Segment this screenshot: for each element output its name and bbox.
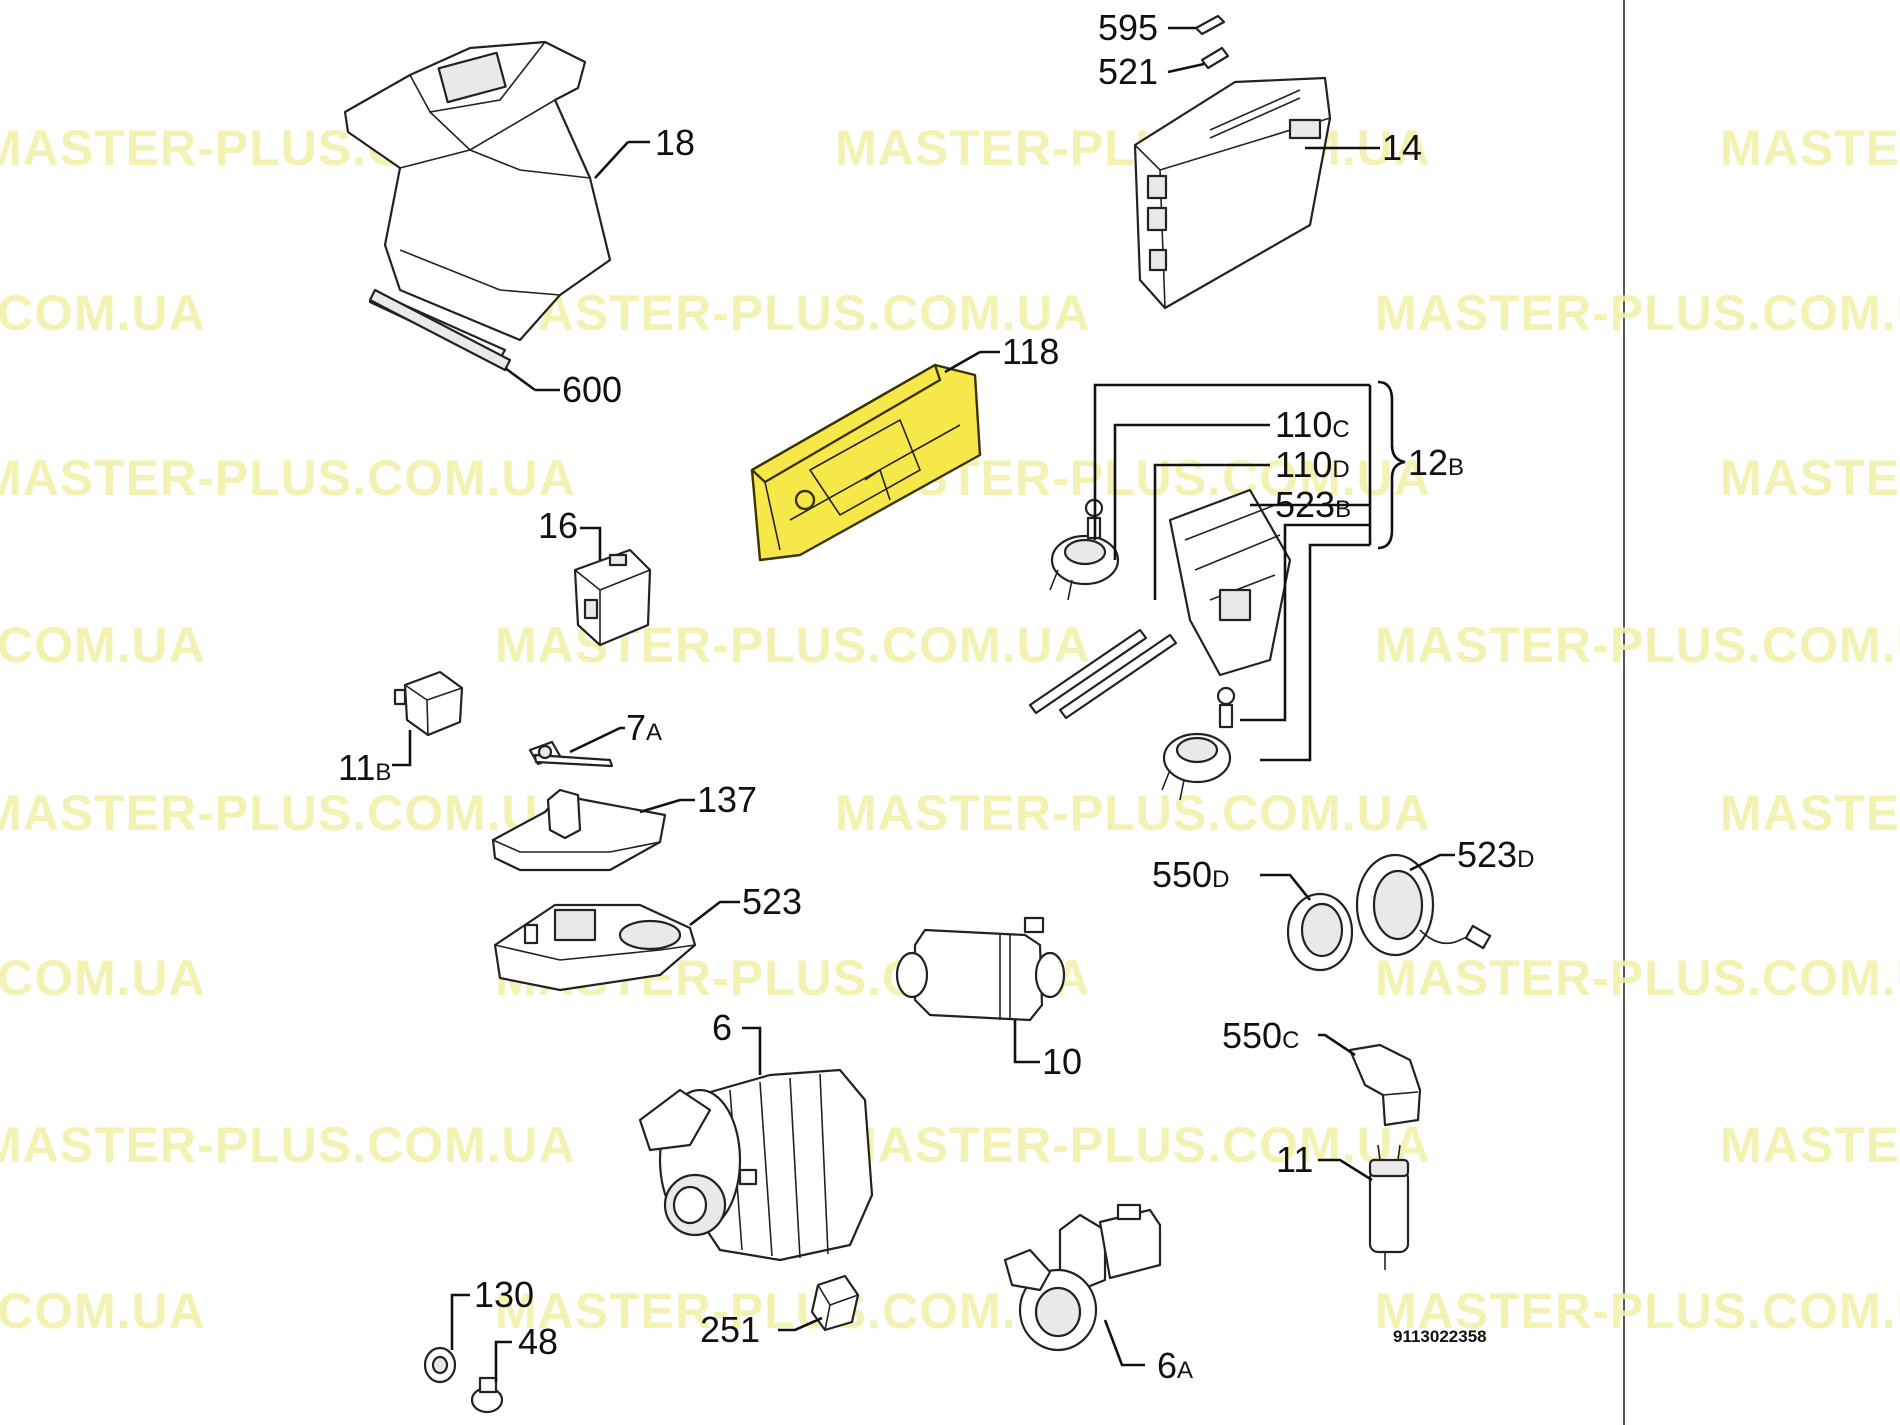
part-10-heater [895, 916, 1066, 1022]
part-14-control-module [1133, 76, 1332, 310]
leader-line [1409, 853, 1455, 872]
leader-line [1260, 873, 1312, 901]
callout-48: 48 [518, 1321, 558, 1362]
leader-line [1240, 523, 1370, 722]
callout-6a: 6A [1157, 1345, 1193, 1386]
leader-line [1103, 1319, 1145, 1367]
watermark-text: MASTER-PLUS.COM.UA [0, 950, 206, 1006]
leader-line [778, 1316, 823, 1332]
watermark-text: MASTER-PLUS.COM.UA [0, 450, 576, 506]
watermark-text: MASTER-PLUS.COM.UA [0, 617, 206, 673]
group-brace [1377, 380, 1406, 550]
watermark-text: MASTER-PLUS.COM.UA [1720, 120, 1900, 176]
callout-18: 18 [655, 122, 695, 163]
watermark-text: MASTER-PLUS.COM.UA [1375, 617, 1900, 673]
callout-12b: 12B [1408, 442, 1464, 483]
callout-7a: 7A [626, 707, 662, 748]
callout-137: 137 [697, 779, 757, 820]
leader-line [1113, 423, 1270, 560]
callout-521: 521 [1098, 51, 1158, 92]
watermark-text: MASTER-PLUS.COM.UA [1720, 785, 1900, 841]
part-7a-clip [528, 740, 614, 768]
watermark-text: MASTER-PLUS.COM.UA [1375, 950, 1900, 1006]
part-595-connector [1194, 14, 1226, 36]
part-523d-sensor [1355, 853, 1492, 957]
leader-line [450, 1293, 470, 1350]
leader-line [1318, 1033, 1356, 1057]
part-11b-relay [393, 670, 464, 737]
part-251-clamp [810, 1274, 860, 1332]
callout-118: 118 [1002, 331, 1059, 372]
leader-line [1318, 1158, 1373, 1182]
part-137-cover [491, 788, 667, 872]
part-16-switch [573, 548, 652, 647]
part-523-float-tray [493, 903, 697, 992]
callout-251: 251 [700, 1309, 760, 1350]
leader-line [580, 526, 602, 560]
drawing-code: 9113022358 [1393, 1327, 1487, 1346]
callout-595: 595 [1098, 7, 1158, 48]
part-12b-pressure-switch-group [1028, 488, 1292, 801]
leader-line [569, 726, 625, 754]
watermark-text: MASTER-PLUS.COM.UA [835, 1117, 1431, 1173]
part-600-seal-strip [368, 288, 512, 372]
leader-line [1013, 1020, 1040, 1064]
callout-16: 16 [538, 505, 578, 546]
watermark-text: MASTER-PLUS.COM.UA [1375, 285, 1900, 341]
leader-line [742, 1026, 762, 1075]
watermark-text: MASTER-PLUS.COM.UA [1375, 1283, 1900, 1339]
callout-523b: 523B [1275, 484, 1351, 525]
watermark-text: MASTER-PLUS.COM.UA [1720, 450, 1900, 506]
watermark-text: MASTER-PLUS.COM.UA [835, 785, 1431, 841]
callout-110c: 110C [1275, 404, 1350, 445]
watermark-text: MASTER-PLUS.COM.UA [1720, 1117, 1900, 1173]
leader-line [944, 350, 981, 374]
part-11-capacitor [1368, 1144, 1410, 1270]
leader-line [392, 730, 412, 767]
callout-110d: 110D [1275, 444, 1350, 485]
leader-line [689, 900, 740, 927]
callout-550c: 550C [1222, 1015, 1299, 1056]
callout-523d: 523D [1457, 834, 1534, 875]
callout-550d: 550D [1152, 854, 1229, 895]
callout-600: 600 [562, 369, 622, 410]
part-521-connector [1200, 46, 1230, 70]
watermark-text: MASTER-PLUS.COM.UA [0, 785, 576, 841]
watermark-layer: MASTER-PLUS.COM.UA MASTER-PLUS.COM.UA MA… [0, 120, 1900, 1339]
leader-line [639, 798, 695, 814]
callout-523: 523 [742, 881, 802, 922]
part-6a-drain-pump [1003, 1203, 1162, 1352]
part-118-dispenser-highlighted [750, 363, 982, 562]
callout-6: 6 [712, 1007, 732, 1048]
part-6-pump-motor [638, 1068, 874, 1262]
part-48-screw [470, 1376, 504, 1414]
callout-14: 14 [1382, 127, 1422, 168]
leader-line [1153, 463, 1270, 600]
watermark-text: MASTER-PLUS.COM.UA [0, 285, 206, 341]
part-550d-cap [1286, 892, 1354, 972]
watermark-text: MASTER-PLUS.COM.UA [495, 285, 1091, 341]
leader-line [594, 141, 629, 179]
leader-line [1167, 62, 1205, 74]
leader-line [1093, 383, 1370, 540]
leader-line [494, 1340, 512, 1382]
part-550c-elbow [1348, 1043, 1422, 1127]
callout-11: 11 [1276, 1139, 1313, 1180]
watermark-text: MASTER-PLUS.COM.UA [0, 1283, 206, 1339]
leader-line [504, 366, 536, 392]
callout-10: 10 [1042, 1041, 1082, 1082]
callout-11b: 11B [338, 747, 391, 788]
leader-line [1260, 543, 1370, 762]
callout-130: 130 [474, 1274, 534, 1315]
part-130-washer [423, 1346, 457, 1384]
watermark-text: MASTER-PLUS.COM.UA [0, 1117, 576, 1173]
